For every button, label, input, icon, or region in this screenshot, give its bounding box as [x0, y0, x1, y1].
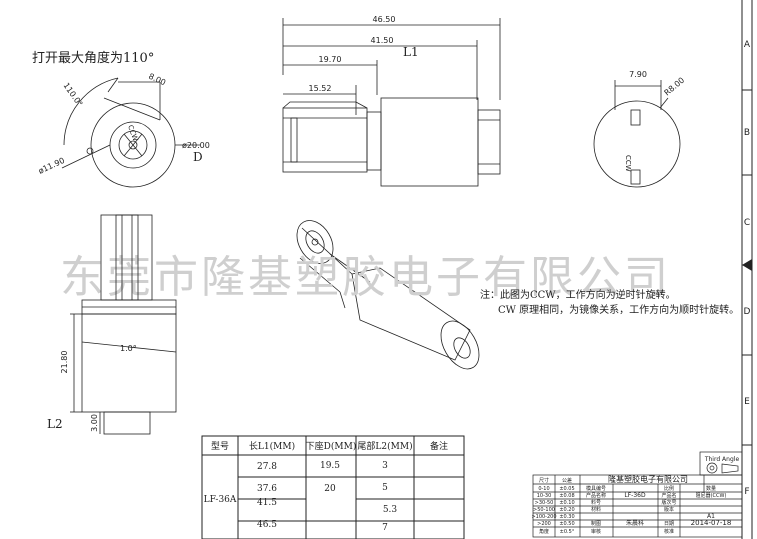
tb-material-label: 材料: [591, 506, 601, 513]
outer-diameter: ø20.00: [182, 141, 210, 150]
isometric-view: [296, 220, 480, 370]
tb-tol-range-2: 10-30: [537, 493, 552, 499]
table-cell-r1-l1: 27.8: [257, 462, 277, 472]
watermark: 东莞市隆基塑胶电子有限公司: [60, 252, 671, 303]
table-cell-r2-d: 20: [324, 484, 336, 494]
table-header-l1: 长L1(MM): [249, 440, 295, 452]
angle-note: 打开最大角度为110°: [32, 50, 154, 66]
tb-product-label: 产品名称: [586, 492, 606, 499]
tb-tol-range-3: >30-50: [535, 500, 554, 506]
tb-tol-range-4: >50-100: [533, 507, 555, 513]
front-tail: 3.00: [90, 414, 99, 432]
tb-edition: A1: [707, 513, 715, 520]
table-header-remark: 备注: [430, 440, 448, 452]
table-header-l2: 尾部L2(MM): [357, 440, 412, 452]
frame-letter-e: E: [744, 397, 750, 407]
projection-box: [699, 451, 743, 476]
tb-version-label: 版次号: [661, 499, 676, 506]
tb-tol-range-5: >100-200: [531, 514, 556, 520]
frame-letter-b: B: [744, 128, 750, 138]
table-cell-r4-l1: 46.5: [257, 520, 277, 530]
end-view: [593, 80, 681, 188]
end-mark: CCW: [624, 155, 632, 172]
angle-dim: 110.0°: [61, 81, 84, 108]
table-model: LF-36A: [204, 495, 237, 505]
table-cell-r2-l2: 5: [382, 483, 388, 493]
tb-tol-val-5: ±0.30: [559, 514, 574, 520]
table-header-d: 下座D(MM): [306, 440, 357, 452]
tb-tol-col: 公差: [562, 477, 572, 484]
view-label-d: D: [193, 150, 203, 164]
tb-tol-title: 尺寸: [539, 477, 549, 484]
tb-tol-val-7: ±0.5°: [560, 529, 575, 535]
note-line-1: 注：此图为CCW，工作方向为逆时针旋转。: [480, 288, 676, 301]
dim-41: 41.50: [371, 36, 394, 45]
table-cell-r2-l1: 37.6: [257, 484, 277, 494]
projection-label: Third Angle: [704, 456, 740, 463]
tb-tol-range-1: 0-10: [538, 486, 549, 492]
table-cell-r3-l2: 5.3: [383, 505, 398, 515]
frame-letter-c: C: [744, 218, 750, 228]
tb-name: 阻尼器(CCW): [696, 492, 727, 499]
tb-product: LF-36D: [624, 492, 646, 499]
tb-check-label: 审核: [591, 528, 601, 535]
dim-total: 46.50: [373, 15, 396, 24]
front-height: 21.80: [60, 351, 69, 374]
tb-partno-label: 料号: [591, 499, 601, 506]
top-view: [61, 77, 200, 188]
tb-edition-label: 版本: [664, 506, 674, 513]
third-angle-icon: [706, 462, 739, 474]
note-line-2: CW 原理相同，为镜像关系，工作方向为顺时针旋转。: [498, 303, 739, 316]
frame-letter-f: F: [744, 487, 749, 497]
tb-scale-label: 比例: [664, 485, 674, 492]
front-view: [70, 214, 177, 435]
tb-date: 2014-07-18: [691, 519, 732, 527]
width-dim: 8.00: [147, 72, 167, 88]
title-block: [532, 474, 743, 538]
dim-19: 19.70: [319, 55, 342, 64]
front-l2-label: L2: [47, 417, 63, 431]
tb-date-label: 日期: [664, 521, 674, 527]
table-cell-r3-l1: 41.5: [257, 498, 277, 508]
frame-letter-a: A: [744, 40, 751, 50]
tb-name-label: 产品名: [661, 492, 676, 499]
arrow-text: CCW: [126, 124, 139, 142]
dim-15: 15.52: [309, 84, 332, 93]
end-dim-radius: R8.00: [663, 76, 687, 98]
side-view: [282, 18, 501, 187]
front-angle: 1.0°: [120, 344, 137, 353]
tb-approve-label: 核准: [664, 528, 674, 535]
tb-company: 隆基塑胶电子有限公司: [608, 474, 688, 484]
table-cell-r1-d: 19.5: [320, 461, 340, 471]
frame-letter-d: D: [744, 307, 751, 317]
spec-table: [201, 435, 465, 539]
table-cell-r4-l2: 7: [382, 523, 388, 533]
tb-tol-val-6: ±0.50: [559, 521, 574, 527]
tb-tol-val-4: ±0.20: [559, 507, 574, 513]
tb-drawn: 朱晨科: [626, 519, 644, 527]
dim-l1-label: L1: [403, 45, 419, 59]
tb-tol-range-7: 角度: [539, 528, 549, 535]
tb-drawn-label: 制图: [591, 520, 601, 527]
center-mark-icon: [742, 259, 752, 271]
table-header-model: 型号: [211, 441, 229, 452]
end-dim-width: 7.90: [629, 70, 647, 79]
tb-qty-label: 数量: [706, 485, 716, 492]
tb-tol-val-1: ±0.05: [559, 486, 574, 492]
tb-tol-val-3: ±0.10: [559, 500, 574, 506]
tb-tol-val-2: ±0.08: [559, 493, 574, 499]
inner-diameter: ø11.90: [37, 156, 66, 176]
tb-mold-no-label: 模具编号: [586, 485, 606, 492]
tb-tol-range-6: >200: [537, 521, 551, 527]
table-cell-r1-l2: 3: [382, 461, 388, 471]
